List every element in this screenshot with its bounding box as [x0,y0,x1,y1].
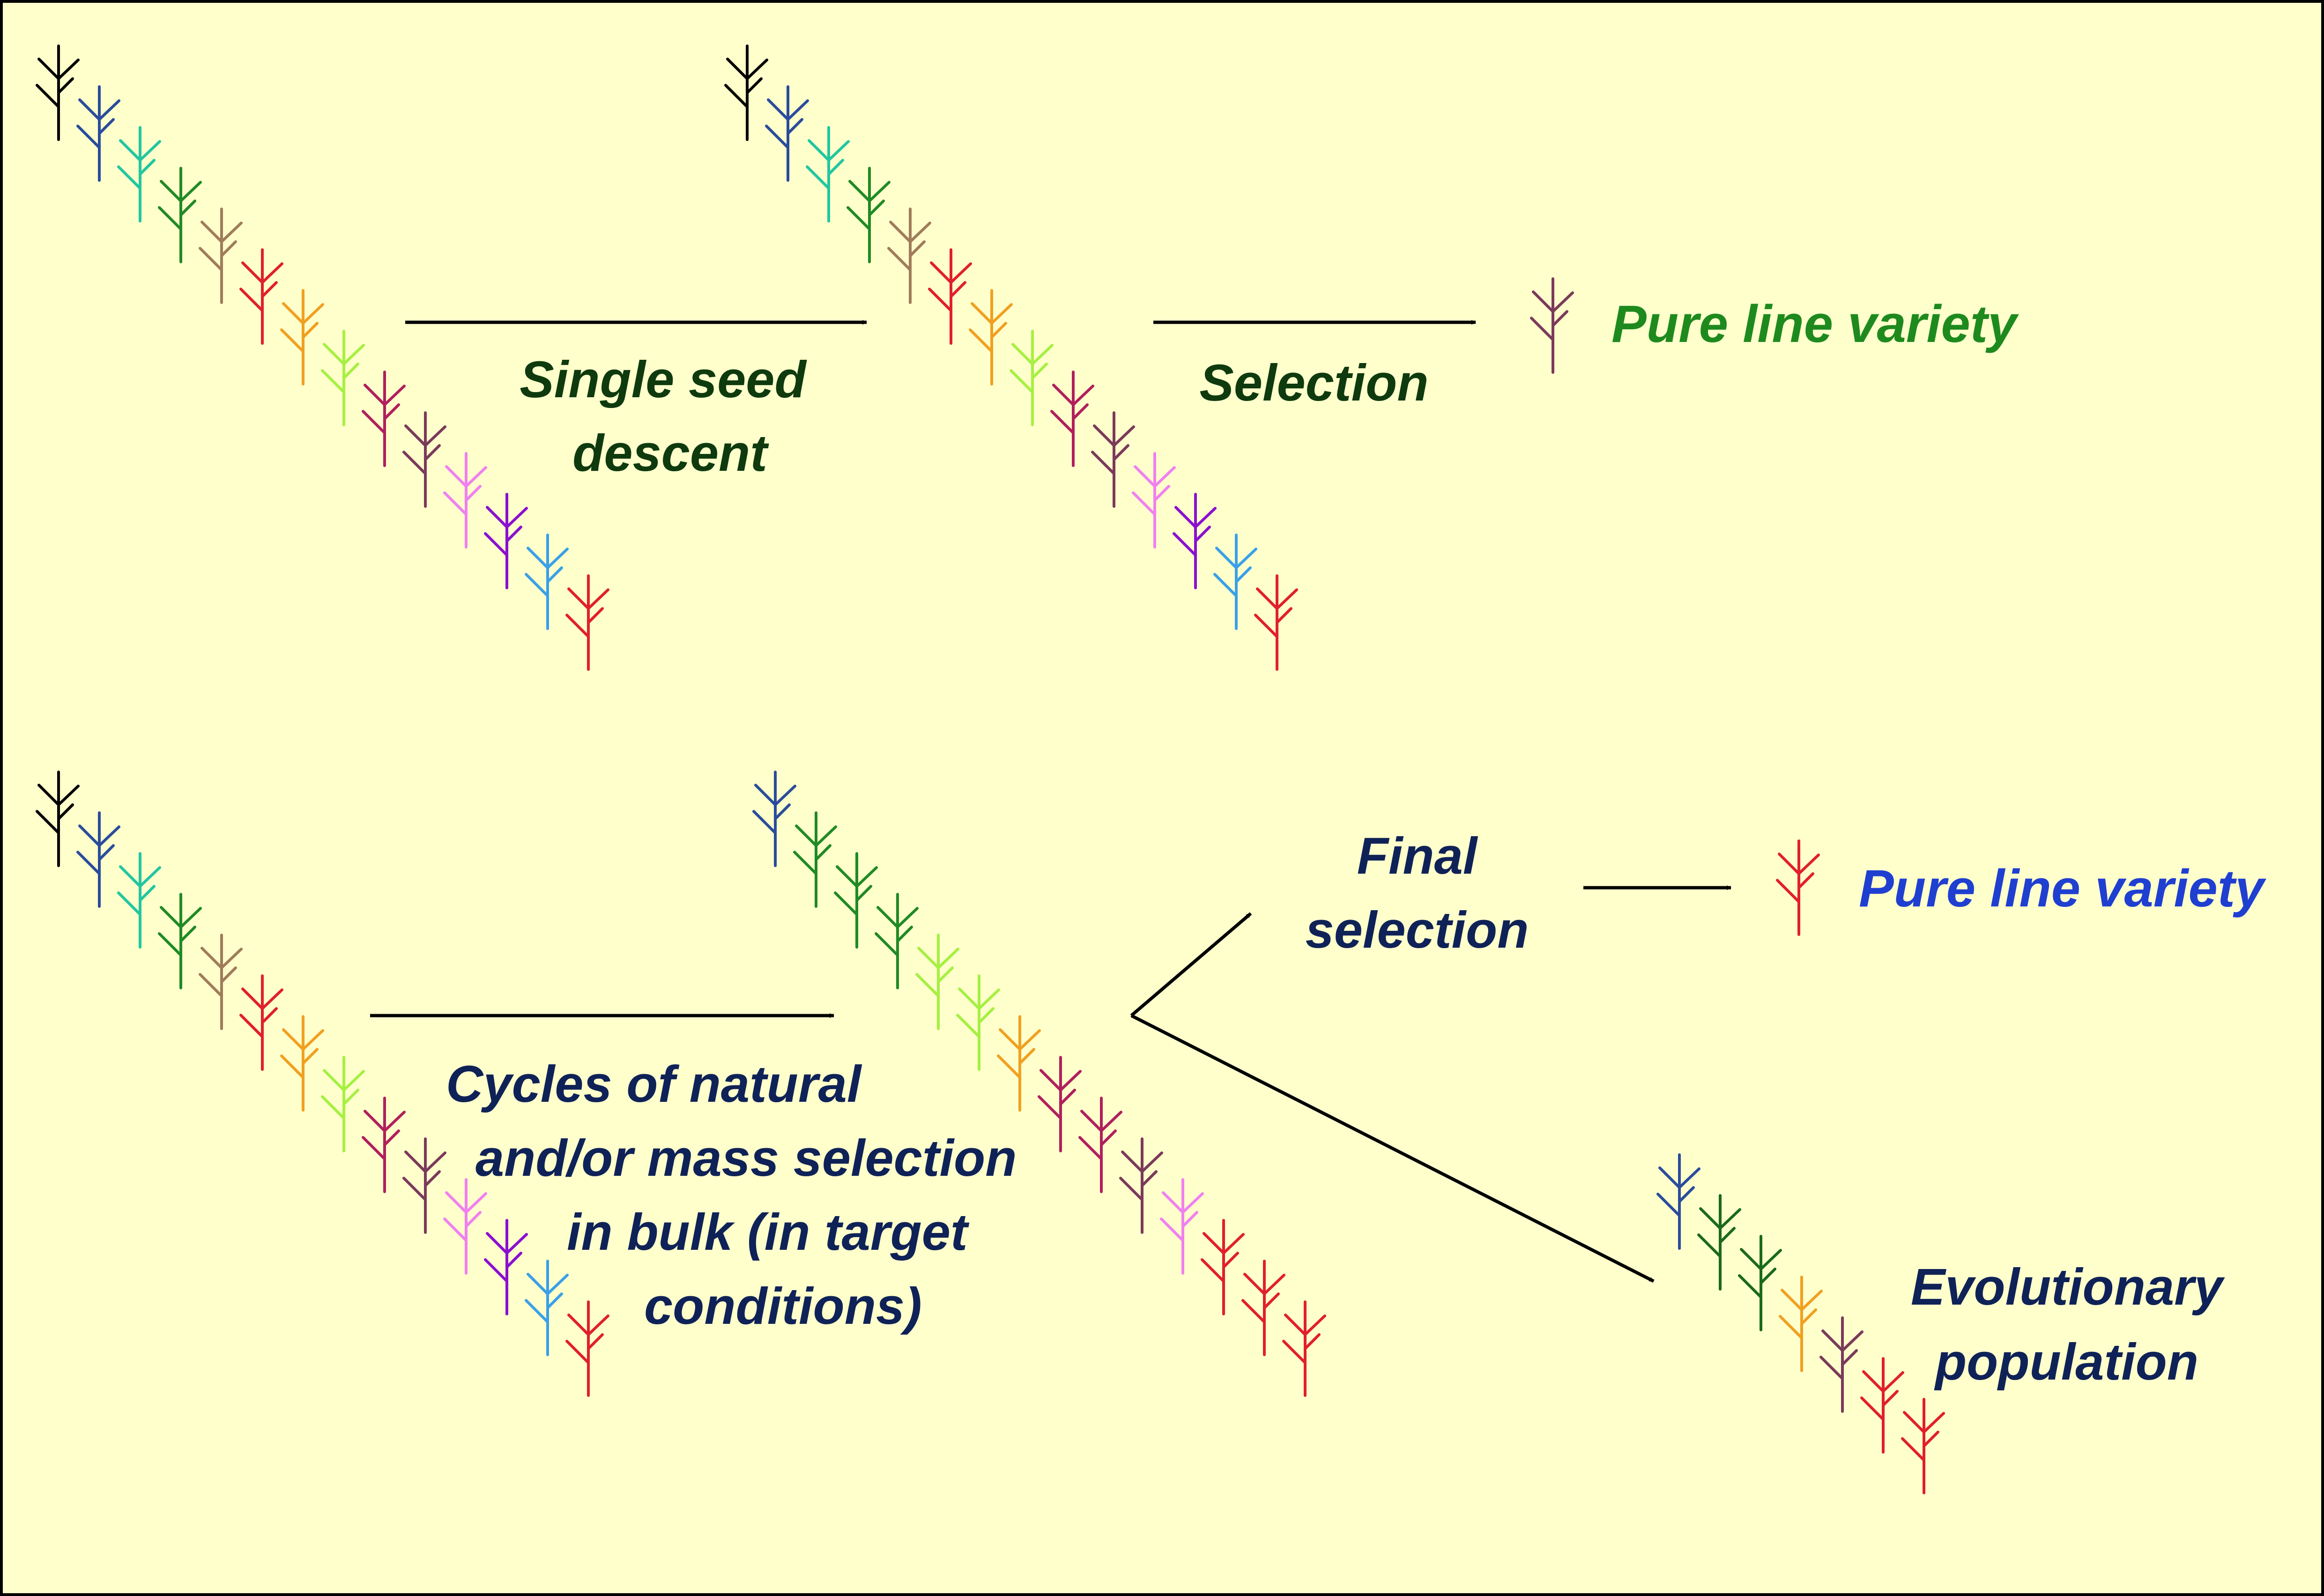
pure-line-variety-label-bottom: Pure line variety [1859,859,2266,918]
evolutionary-plant-icon [1697,1194,1741,1291]
evolutionary-plant-icon [1901,1398,1945,1494]
bulk-label-line-3: in bulk (in target [567,1203,970,1261]
final-selection-label-line-2: selection [1306,901,1529,959]
top-ssd-plant-icon [806,126,850,223]
bottom-bulk-plant-icon [956,974,1000,1071]
bottom-bulk-plant-icon [875,893,919,989]
top-source-plant-icon [321,330,365,426]
top-source-plant-icon [36,45,80,141]
top-ssd-plant-icon [724,45,768,141]
top-ssd-plant-icon [1173,493,1217,589]
top-ssd-plant-icon [1132,452,1176,549]
top-ssd-plant-icon [1213,534,1257,630]
bottom-source-plant-icon [117,852,161,949]
top-source-plant-icon [565,574,609,671]
bottom-source-plant-icon [525,1260,569,1356]
evolutionary-plant-icon [1656,1153,1700,1250]
bottom-bulk-plant-icon [1241,1260,1285,1356]
bulk-label-line-4: conditions) [644,1277,922,1335]
top-source-plant-icon [158,167,202,263]
top-source-plant-icon [484,493,528,589]
bottom-source-plant-icon [280,1015,324,1112]
bottom-bulk-plant-icon [752,771,796,867]
top-ssd-plant-icon [928,248,972,345]
pure-line-variety-label-top: Pure line variety [1611,295,2019,353]
top-ssd-plant-icon [765,85,809,182]
bottom-source-plant-icon [565,1300,609,1397]
bottom-source-plant-icon [158,893,202,989]
top-ssd-plant-icon [1010,330,1054,426]
plants-layer [36,45,1945,1494]
evolutionary-plant-icon [1779,1276,1823,1372]
bulk-label-line-1: Cycles of natural [446,1055,862,1113]
top-source-plant-icon [443,452,487,549]
final-selection-label-line-1: Final [1357,827,1478,885]
top-ssd-plant-icon [846,167,891,263]
evolutionary-plant-icon [1819,1316,1864,1413]
bottom-bulk-plant-icon [834,852,878,949]
evolutionary-label-line-2: population [1934,1333,2198,1391]
bottom-source-plant-icon [443,1178,487,1275]
top-source-plant-icon [525,534,569,630]
top-source-plant-icon [402,411,446,508]
bottom-bulk-plant-icon [1119,1137,1163,1234]
ssd-label-line-1: Single seed [520,351,807,408]
top-source-plant-icon [117,126,161,223]
bulk-label-line-2: and/or mass selection [475,1129,1017,1187]
arrow-evolutionary [1130,1014,1655,1283]
evolutionary-label-line-1: Evolutionary [1911,1258,2225,1316]
bottom-bulk-plant-icon [1160,1178,1204,1275]
bottom-source-plant-icon [36,771,80,867]
top-source-plant-icon [362,371,406,467]
evolutionary-plant-icon [1860,1357,1904,1454]
bottom-bulk-plant-icon [915,934,959,1030]
selection-label: Selection [1199,354,1428,412]
top-source-plant-icon [280,289,324,386]
evolutionary-plant-icon [1738,1235,1782,1331]
bottom-source-plant-icon [239,974,283,1071]
bottom-source-plant-icon [362,1097,406,1193]
bottom-source-plant-icon [484,1219,528,1315]
top-source-plant-icon [199,208,243,304]
bottom-bulk-plant-icon [1078,1097,1122,1193]
bottom-source-plant-icon [402,1137,446,1234]
bottom-bulk-plant-icon [1282,1300,1326,1397]
top-ssd-plant-icon [1254,574,1298,671]
top-ssd-plant-icon [887,208,931,304]
ssd-label-line-2: descent [572,424,769,482]
top-source-plant-icon [239,248,283,345]
bottom-bulk-plant-icon [1038,1056,1082,1152]
top-ssd-plant-icon [1050,371,1094,467]
bottom-selected-plant-icon [1776,839,1820,936]
bottom-bulk-plant-icon [997,1015,1041,1112]
bottom-bulk-plant-icon [793,811,837,908]
arrow-final-selection [1130,912,1252,1017]
bottom-source-plant-icon [199,934,243,1030]
bottom-bulk-plant-icon [1201,1219,1245,1315]
bottom-source-plant-icon [76,811,120,908]
top-source-plant-icon [76,85,120,182]
top-ssd-plant-icon [1091,411,1135,508]
top-ssd-plant-icon [969,289,1013,386]
top-selected-plant-icon [1530,277,1574,374]
bottom-source-plant-icon [321,1056,365,1152]
